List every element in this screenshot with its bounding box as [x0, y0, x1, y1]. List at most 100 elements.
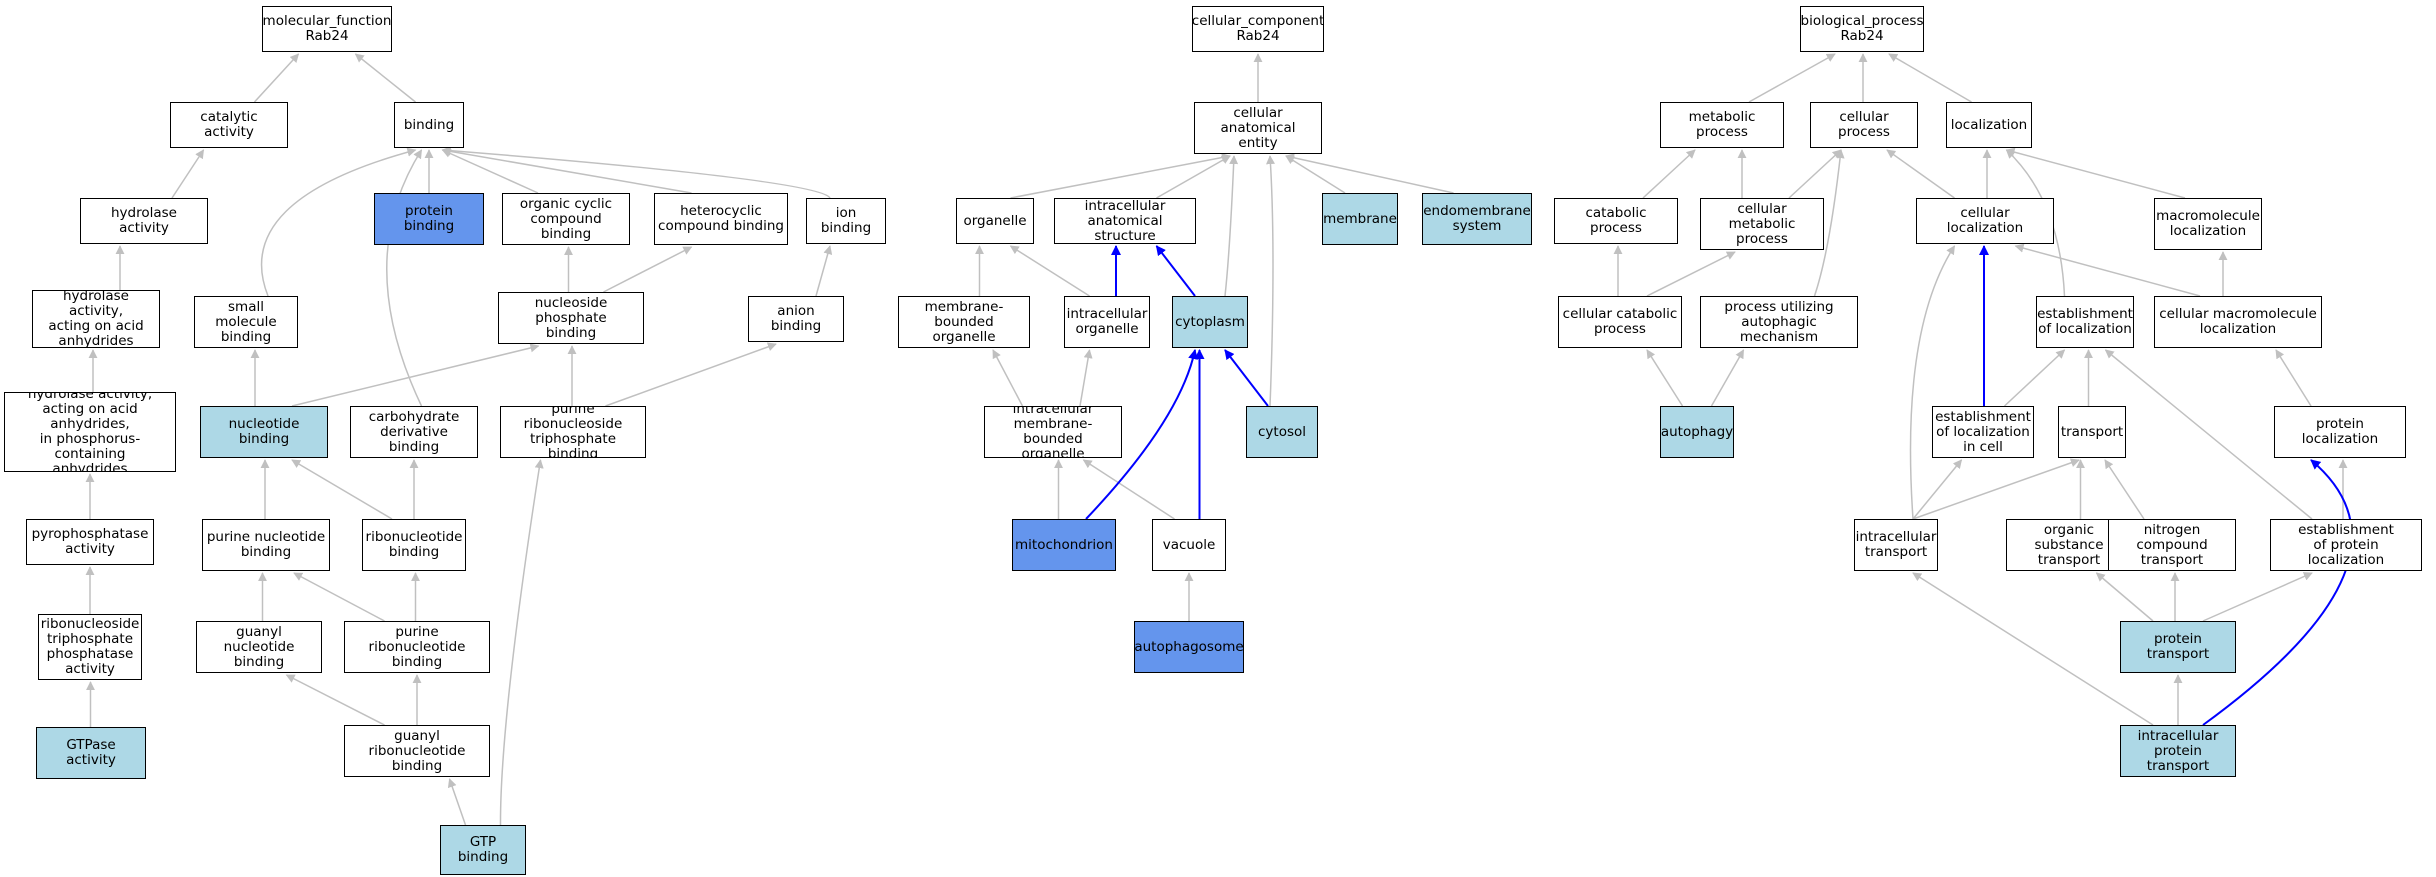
go-term-protein-localization: protein localization — [2274, 406, 2406, 458]
go-term-establishment-localization: establishment of localization — [2036, 296, 2134, 348]
go-term-nucleoside-phosphate: nucleoside phosphate binding — [498, 292, 644, 344]
go-term-label: transport — [2060, 423, 2124, 440]
edge-endomembrane-to-cellular-anatomical-entity — [1285, 153, 1454, 194]
go-term-label: anion binding — [770, 303, 822, 334]
go-term-label: nitrogen compound transport — [2136, 521, 2208, 568]
go-term-label: catalytic activity — [200, 109, 258, 140]
go-term-intracellular-mb-organelle: intracellular membrane-bounded organelle — [984, 406, 1122, 458]
go-term-autophagosome: autophagosome — [1134, 621, 1244, 673]
edge-nitrogen-compound-transport-to-transport — [2104, 459, 2145, 520]
go-term-label: establishment of protein localization — [2298, 521, 2394, 568]
go-term-label: protein localization — [2301, 416, 2379, 447]
edge-purine-ribonucleoside-tp-to-anion-binding — [605, 342, 777, 407]
go-term-heterocyclic: heterocyclic compound binding — [654, 193, 788, 245]
go-term-label: protein binding — [403, 203, 455, 234]
edge-intracellular-protein-transport-to-protein-localization — [2202, 459, 2353, 726]
go-term-label: autophagy — [1660, 423, 1734, 440]
go-term-label: intracellular membrane-bounded organelle — [1012, 406, 1094, 458]
go-term-cellular-anatomical-entity: cellular anatomical entity — [1194, 102, 1322, 154]
go-term-label: organic substance transport — [2034, 521, 2104, 568]
go-term-carbohydrate-derivative: carbohydrate derivative binding — [350, 406, 478, 458]
go-term-hydrolase-acid-anhydrides: hydrolase activity, acting on acid anhyd… — [32, 290, 160, 348]
go-term-label: pyrophosphatase activity — [31, 526, 149, 557]
go-term-label: cellular catabolic process — [1562, 306, 1678, 337]
go-term-label: hydrolase activity, acting on acid anhyd… — [48, 290, 144, 348]
go-term-hydrolase-phosphorus: hydrolase activity, acting on acid anhyd… — [4, 392, 176, 472]
edge-heterocyclic-to-binding — [441, 146, 692, 194]
go-term-label: GTPase activity — [66, 737, 116, 768]
edge-carbohydrate-derivative-to-binding — [386, 149, 423, 407]
go-term-guanyl-ribonucleotide: guanyl ribonucleotide binding — [344, 725, 490, 777]
go-term-nucleotide-binding: nucleotide binding — [200, 406, 328, 458]
edge-protein-transport-to-organic-substance-transport — [2095, 572, 2154, 622]
go-term-label: ion binding — [820, 205, 872, 236]
edge-cytoplasm-to-cellular-anatomical-entity — [1224, 155, 1239, 297]
go-term-autophagy: autophagy — [1660, 406, 1734, 458]
go-term-label: heterocyclic compound binding — [658, 203, 784, 234]
go-term-cc-root: cellular_component Rab24 — [1192, 6, 1324, 52]
go-term-label: intracellular anatomical structure — [1084, 198, 1166, 244]
edge-purine-ribonucleotide-to-purine-nucleotide — [293, 572, 385, 622]
edge-process-autophagic-to-cellular-process — [1813, 149, 1845, 297]
go-term-binding: binding — [394, 102, 464, 148]
go-term-label: binding — [403, 116, 455, 133]
edge-guanyl-ribonucleotide-to-guanyl-nucleotide — [285, 674, 385, 726]
go-term-nitrogen-compound-transport: nitrogen compound transport — [2108, 519, 2236, 571]
go-term-protein-transport: protein transport — [2120, 621, 2236, 673]
go-term-ribonucleoside-tp-phosphatase: ribonucleoside triphosphate phosphatase … — [38, 614, 142, 680]
go-term-label: membrane — [1323, 210, 1397, 227]
edge-ion-binding-to-binding — [441, 146, 831, 199]
go-term-label: GTP binding — [457, 834, 509, 865]
go-term-label: metabolic process — [1688, 109, 1756, 140]
go-term-intracellular-anatomical: intracellular anatomical structure — [1054, 198, 1196, 244]
go-term-label: mitochondrion — [1015, 536, 1113, 553]
go-term-establishment-protein-loc: establishment of protein localization — [2270, 519, 2422, 571]
edge-cellular-catabolic-to-cellular-metabolic — [1646, 251, 1736, 297]
go-term-label: cellular process — [1838, 109, 1890, 140]
edge-cellular-localization-to-cellular-process — [1886, 149, 1955, 199]
edge-intracellular-protein-transport-to-intracellular-transport — [1912, 572, 2154, 726]
go-term-cellular-metabolic: cellular metabolic process — [1700, 198, 1824, 250]
go-term-label: guanyl nucleotide binding — [223, 623, 295, 670]
go-term-label: localization — [1950, 116, 2028, 133]
edge-mitochondrion-to-cytoplasm — [1085, 349, 1198, 520]
go-term-pyrophosphatase: pyrophosphatase activity — [26, 519, 154, 565]
edge-intracellular-mb-organelle-to-intracellular-organelle — [1079, 349, 1093, 407]
go-term-label: nucleotide binding — [228, 416, 300, 447]
go-term-label: catabolic process — [1585, 205, 1647, 236]
edge-organelle-to-cellular-anatomical-entity — [1010, 153, 1231, 199]
go-term-label: macromolecule localization — [2156, 208, 2260, 239]
go-term-cellular-localization: cellular localization — [1916, 198, 2054, 244]
go-term-ribonucleotide: ribonucleotide binding — [362, 519, 466, 571]
edge-cytosol-to-cytoplasm — [1224, 349, 1269, 407]
edge-establishment-loc-cell-to-establishment-localization — [2003, 349, 2066, 407]
go-term-protein-binding: protein binding — [374, 193, 484, 245]
go-term-membrane: membrane — [1322, 193, 1398, 245]
go-term-guanyl-nucleotide: guanyl nucleotide binding — [196, 621, 322, 673]
edge-establishment-protein-loc-to-establishment-localization — [2104, 349, 2313, 520]
go-term-label: purine nucleotide binding — [206, 529, 326, 560]
go-term-label: membrane-bounded organelle — [924, 298, 1004, 345]
edge-intracellular-mb-organelle-to-membrane-bounded-organelle — [992, 349, 1024, 407]
edge-cellular-metabolic-to-cellular-process — [1788, 149, 1842, 199]
go-term-endomembrane: endomembrane system — [1422, 193, 1532, 245]
go-term-macromolecule-localization: macromolecule localization — [2154, 198, 2262, 250]
go-term-establishment-loc-cell: establishment of localization in cell — [1932, 406, 2034, 458]
go-term-label: intracellular transport — [1855, 529, 1937, 560]
edge-gtp-binding-to-guanyl-ribonucleotide — [447, 778, 467, 826]
go-term-label: cellular_component Rab24 — [1192, 13, 1324, 44]
edge-catalytic-activity-to-mf-root — [253, 53, 300, 103]
go-term-ion-binding: ion binding — [806, 198, 886, 244]
go-term-metabolic-process: metabolic process — [1660, 102, 1784, 148]
edge-protein-transport-to-establishment-protein-loc — [2202, 572, 2313, 622]
go-term-cytoplasm: cytoplasm — [1172, 296, 1248, 348]
edge-localization-to-bp-root — [1888, 53, 1972, 103]
go-term-label: biological_process Rab24 — [1800, 13, 1924, 44]
go-term-label: cytosol — [1257, 423, 1306, 440]
go-term-cytosol: cytosol — [1246, 406, 1318, 458]
go-term-label: organic cyclic compound binding — [519, 195, 613, 242]
go-term-cellular-macromolecule-loc: cellular macromolecule localization — [2154, 296, 2322, 348]
go-term-label: guanyl ribonucleotide binding — [368, 727, 466, 774]
edge-intracellular-transport-to-cellular-localization — [1909, 245, 1956, 520]
